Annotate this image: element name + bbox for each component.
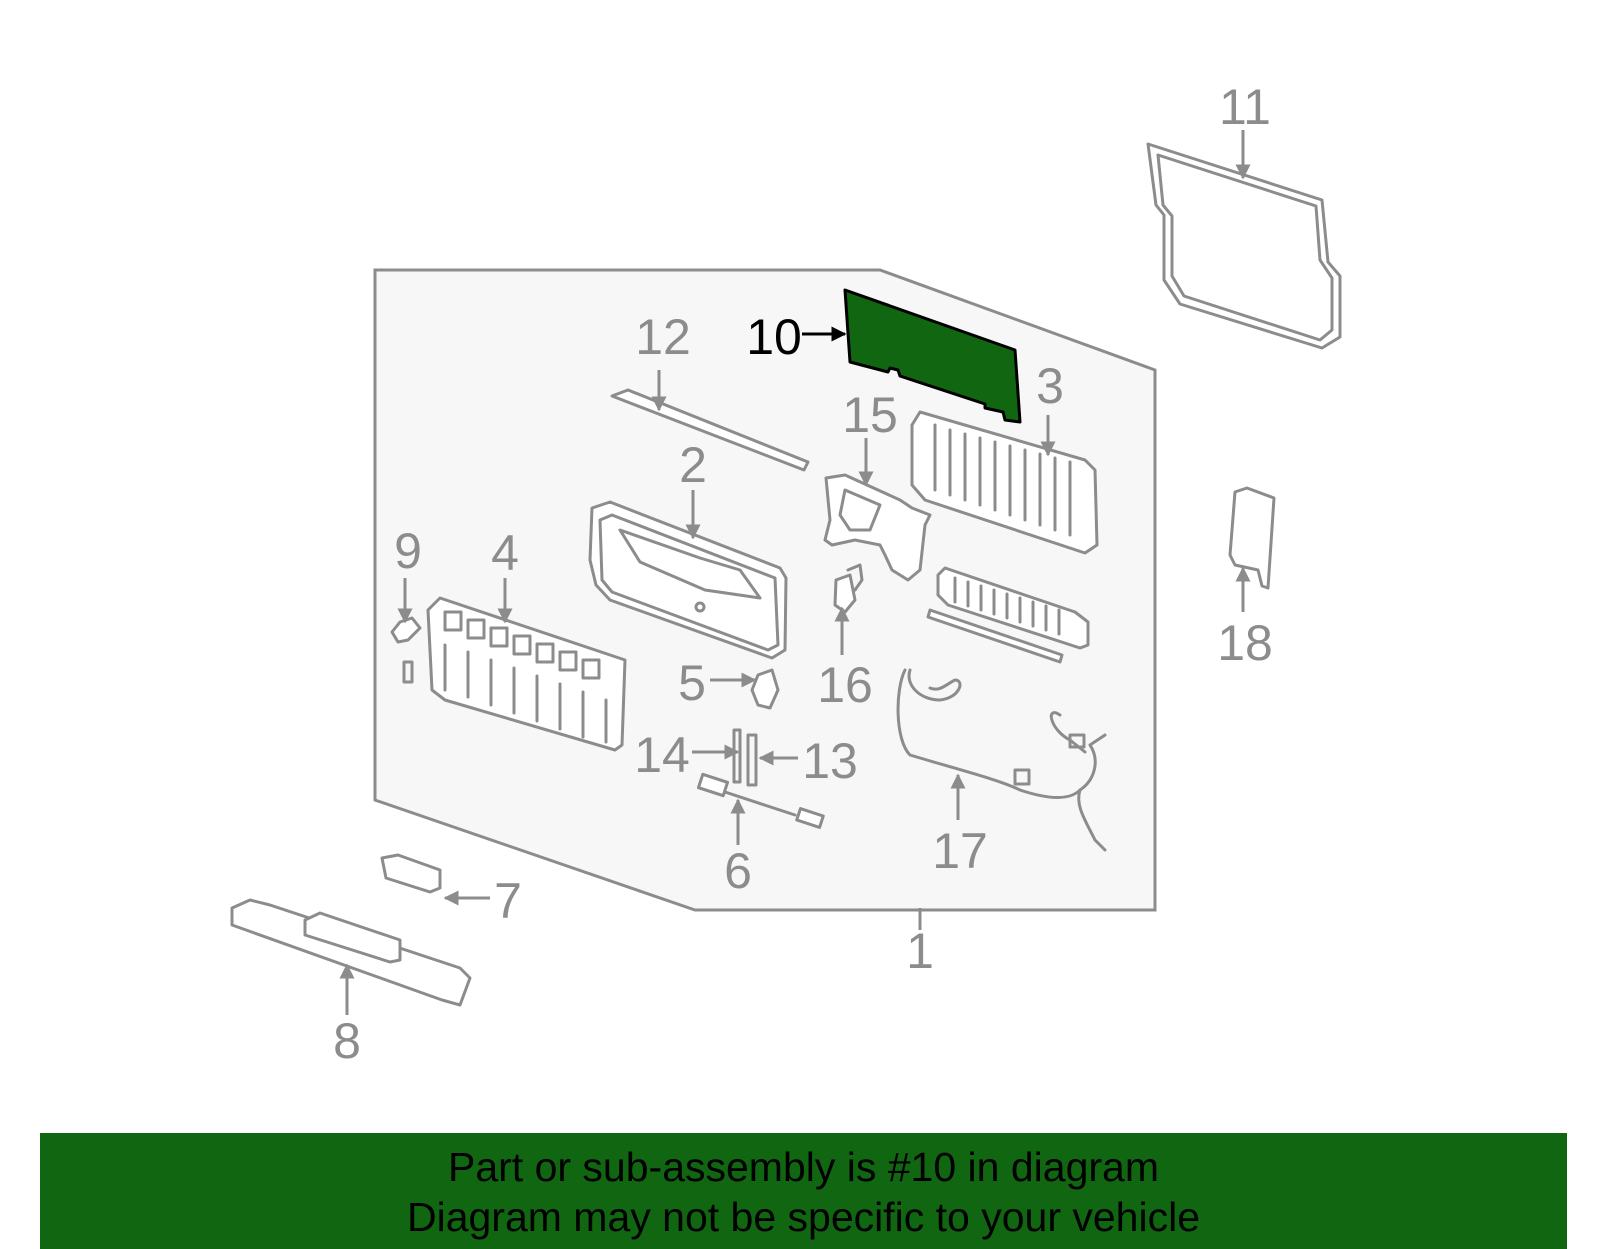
callout-1[interactable]: 1 <box>906 923 934 979</box>
banner-line-disclaimer: Diagram may not be specific to your vehi… <box>406 1194 1200 1240</box>
part-5-shape <box>750 668 780 710</box>
trim-strip <box>926 566 1090 664</box>
callout-4[interactable]: 4 <box>491 525 519 581</box>
callout-18[interactable]: 18 <box>1217 615 1273 671</box>
leader-lines <box>339 130 1251 1015</box>
banner-line-part: Part or sub-assembly is #10 in diagram <box>448 1144 1159 1190</box>
callout-6[interactable]: 6 <box>724 843 752 899</box>
part-4-shape <box>426 596 627 752</box>
part-15-shape <box>823 473 932 582</box>
callout-3[interactable]: 3 <box>1036 358 1064 414</box>
part-17-shape <box>896 668 1107 852</box>
callout-12[interactable]: 12 <box>635 309 691 365</box>
part-10-shape[interactable] <box>843 288 1022 424</box>
info-banner: Part or sub-assembly is #10 in diagram D… <box>40 1133 1567 1249</box>
callout-7[interactable]: 7 <box>494 873 522 929</box>
callout-14[interactable]: 14 <box>634 727 690 783</box>
part-13-shape <box>746 733 758 787</box>
part-16-shape <box>833 563 864 614</box>
callout-17[interactable]: 17 <box>932 823 988 879</box>
callout-9[interactable]: 9 <box>394 523 422 579</box>
part-7-shape <box>380 853 442 894</box>
callout-10[interactable]: 10 <box>746 309 802 365</box>
part-11-shape <box>1146 142 1342 350</box>
callout-13[interactable]: 13 <box>802 733 858 789</box>
part-18-shape <box>1228 486 1276 590</box>
part-6-shape <box>696 772 825 829</box>
callout-11[interactable]: 11 <box>1219 79 1271 135</box>
callout-15[interactable]: 15 <box>842 387 898 443</box>
part-8-shape <box>230 898 472 1007</box>
callout-8[interactable]: 8 <box>333 1013 361 1069</box>
callout-16[interactable]: 16 <box>817 657 873 713</box>
part-3-shape <box>910 410 1099 555</box>
callout-2[interactable]: 2 <box>679 437 707 493</box>
callout-5[interactable]: 5 <box>678 655 706 711</box>
